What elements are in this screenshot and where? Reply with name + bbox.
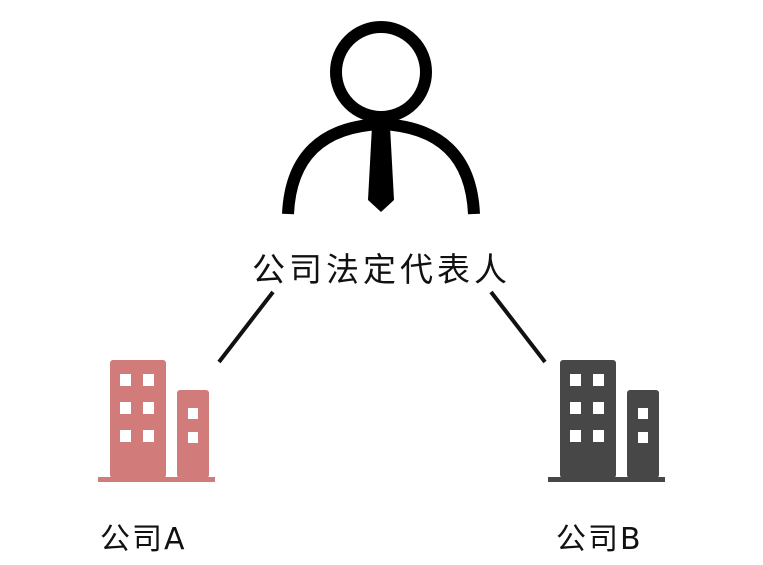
connector-line-right — [489, 290, 547, 364]
person-head — [330, 21, 432, 123]
representative-label: 公司法定代表人 — [252, 250, 511, 289]
necktie-icon — [368, 126, 394, 212]
person-with-tie-icon — [282, 21, 480, 215]
person-shoulders — [282, 117, 480, 215]
building-icon-company-a — [98, 360, 215, 482]
building-icon-company-b — [548, 360, 665, 482]
company-b-label: 公司B — [556, 522, 643, 557]
connector-line-left — [217, 290, 275, 364]
company-a-label: 公司A — [100, 522, 187, 557]
